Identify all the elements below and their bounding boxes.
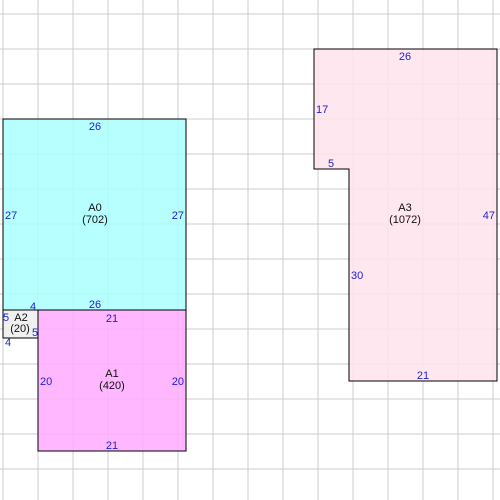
- room-A3-right-dim: 47: [483, 210, 495, 222]
- room-A3[interactable]: A3 (1072) 26 17 5 30 47 21: [313, 48, 498, 382]
- room-A1-shape: [37, 309, 187, 452]
- room-A0[interactable]: A0 (702) 26 27 27 26: [2, 118, 187, 311]
- room-A1-right-dim: 20: [172, 376, 184, 388]
- room-A1-area: (420): [99, 380, 125, 392]
- room-A0-shape: [2, 118, 187, 311]
- room-A3-shape: [313, 48, 498, 382]
- room-A0-left-dim: 27: [5, 210, 17, 222]
- room-A0-right-dim: 27: [172, 210, 184, 222]
- room-A1-bottom-dim: 21: [106, 440, 118, 452]
- room-A0-bottom-dim: 26: [89, 299, 101, 311]
- room-A2-name: A2: [14, 312, 27, 324]
- room-A0-name: A0: [88, 202, 101, 214]
- room-A3-top-dim: 26: [399, 51, 411, 63]
- room-A1-top-dim: 21: [106, 313, 118, 325]
- room-A3-bottom-dim: 21: [417, 370, 429, 382]
- room-A2-left-dim: 5: [3, 312, 9, 324]
- room-A2-right-dim: 5: [32, 327, 38, 339]
- room-A2[interactable]: A2 (20) 4 5 5 4: [2, 301, 39, 349]
- room-A1-left-dim: 20: [40, 376, 52, 388]
- room-A2-shape: [2, 309, 39, 339]
- room-A2-area: (20): [10, 323, 30, 335]
- room-A0-area: (702): [82, 214, 108, 226]
- room-A3-notch-bottom-dim: 5: [328, 158, 334, 170]
- room-A3-name: A3: [398, 202, 411, 214]
- room-A1[interactable]: A1 (420) 21 20 20 21: [37, 309, 187, 452]
- room-A2-top-dim: 4: [30, 301, 36, 313]
- room-A2-bottom-dim: 4: [5, 337, 11, 349]
- room-A3-left-dim: 30: [351, 270, 363, 282]
- room-A3-area: (1072): [389, 214, 421, 226]
- room-A0-top-dim: 26: [89, 121, 101, 133]
- room-A3-notch-left-dim: 17: [316, 104, 328, 116]
- room-A1-name: A1: [105, 368, 118, 380]
